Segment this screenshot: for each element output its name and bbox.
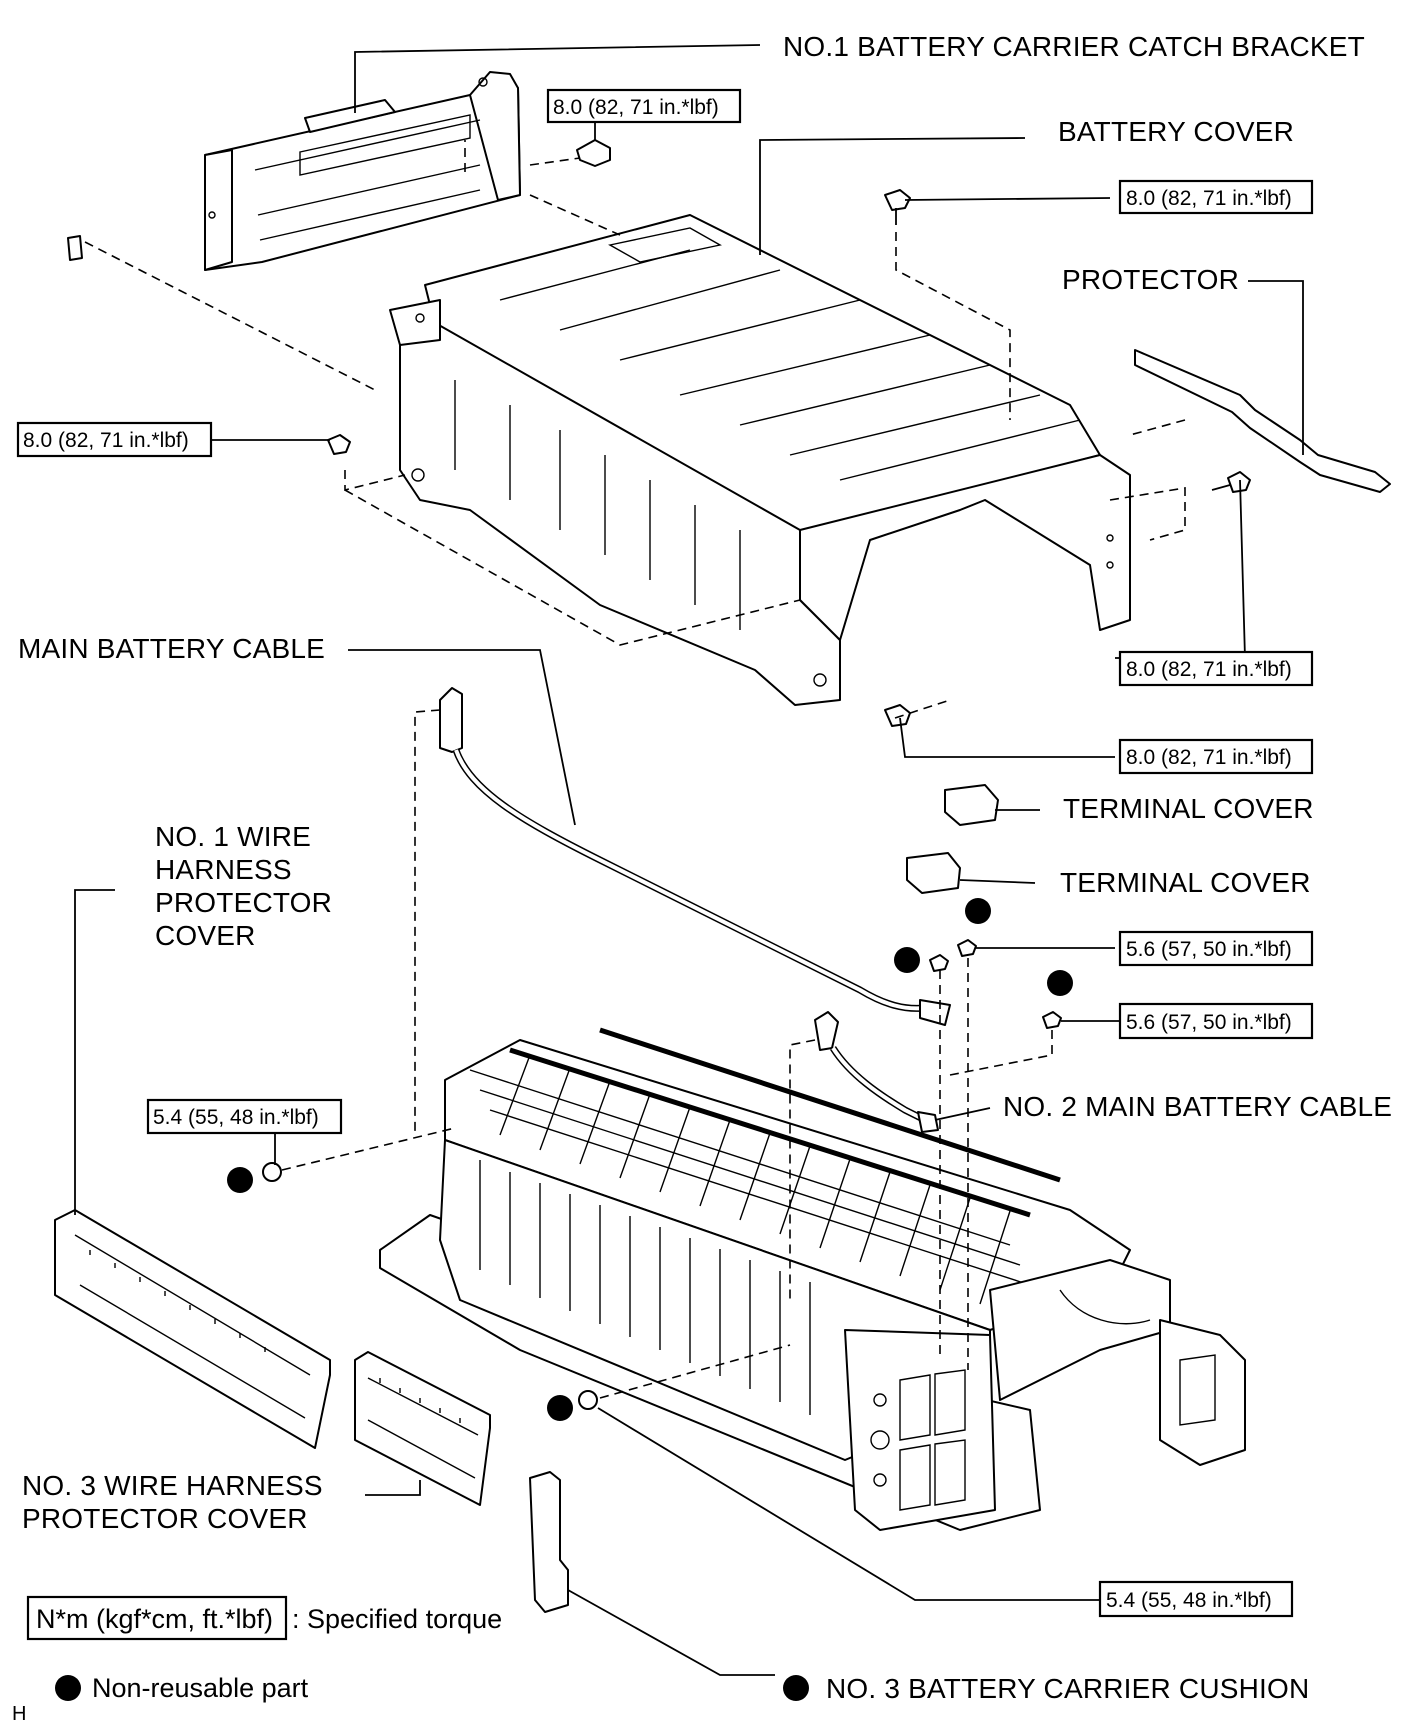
protector-drawing bbox=[1134, 349, 1391, 493]
legend-nonreusable-text: Non-reusable part bbox=[92, 1673, 309, 1703]
catch-bracket-drawing bbox=[67, 71, 521, 271]
nonreusable-markers bbox=[227, 898, 1073, 1421]
svg-text:HARNESS: HARNESS bbox=[155, 854, 292, 885]
battery-assembly-drawing bbox=[379, 1027, 1246, 1531]
svg-text:5.6 (57, 50 in.*lbf): 5.6 (57, 50 in.*lbf) bbox=[1126, 938, 1292, 961]
battery-cover-drawing bbox=[389, 214, 1131, 706]
svg-text:NO. 3 BATTERY CARRIER CUSHION: NO. 3 BATTERY CARRIER CUSHION bbox=[826, 1673, 1309, 1704]
svg-text:NO. 1 WIRE: NO. 1 WIRE bbox=[155, 821, 311, 852]
label-battery-cover: BATTERY COVER bbox=[1058, 116, 1294, 147]
svg-text:COVER: COVER bbox=[155, 920, 256, 951]
svg-text:8.0 (82, 71 in.*lbf): 8.0 (82, 71 in.*lbf) bbox=[1126, 187, 1292, 210]
cover-top-bolt bbox=[884, 189, 911, 211]
main-battery-cable-drawing bbox=[439, 687, 951, 1026]
label-no3-carrier-cushion: NO. 3 BATTERY CARRIER CUSHION bbox=[783, 1673, 1309, 1704]
nonreusable-dot bbox=[783, 1675, 809, 1701]
legend-nonreusable-dot bbox=[55, 1675, 81, 1701]
terminal-nut-left bbox=[929, 954, 949, 972]
torque-box-terminal-nut-1: 5.6 (57, 50 in.*lbf) bbox=[1118, 930, 1314, 967]
fastener-drawings bbox=[262, 139, 1251, 1410]
label-protector: PROTECTOR bbox=[1062, 264, 1239, 295]
torque-box-cover-front-bolt: 8.0 (82, 71 in.*lbf) bbox=[1118, 738, 1314, 775]
corner-mark: H bbox=[12, 1703, 26, 1725]
terminal-nut-2 bbox=[1042, 1011, 1062, 1029]
label-main-battery-cable: MAIN BATTERY CABLE bbox=[18, 633, 325, 664]
legend-torque-box bbox=[26, 1595, 288, 1641]
label-terminal-cover-1: TERMINAL COVER bbox=[1063, 793, 1314, 824]
torque-box-terminal-nut-2: 5.6 (57, 50 in.*lbf) bbox=[1118, 1002, 1314, 1040]
legend-torque-desc: : Specified torque bbox=[292, 1604, 502, 1634]
legend: N*m (kgf*cm, ft.*lbf) : Specified torque… bbox=[26, 1595, 502, 1703]
svg-text:8.0 (82, 71 in.*lbf): 8.0 (82, 71 in.*lbf) bbox=[1126, 746, 1292, 769]
nonreusable-dot bbox=[965, 898, 991, 924]
dashed-guides bbox=[84, 140, 1186, 1399]
svg-text:8.0 (82, 71 in.*lbf): 8.0 (82, 71 in.*lbf) bbox=[1126, 658, 1292, 681]
terminal-cover-drawings bbox=[906, 784, 999, 894]
svg-text:5.6 (57, 50 in.*lbf): 5.6 (57, 50 in.*lbf) bbox=[1126, 1011, 1292, 1034]
cover-right-bolt bbox=[1227, 471, 1251, 493]
label-no3-wire-harness-cover: NO. 3 WIRE HARNESS PROTECTOR COVER bbox=[22, 1470, 323, 1534]
no1-wire-harness-cover-drawing bbox=[54, 1209, 331, 1449]
torque-box-cover-left-nut: 8.0 (82, 71 in.*lbf) bbox=[16, 421, 213, 458]
label-terminal-cover-2: TERMINAL COVER bbox=[1060, 867, 1311, 898]
label-no1-wire-harness-cover: NO. 1 WIRE HARNESS PROTECTOR COVER bbox=[155, 821, 332, 951]
torque-box-bracket-bolt: 8.0 (82, 71 in.*lbf) bbox=[546, 88, 742, 124]
torque-box-cover-top-bolt: 8.0 (82, 71 in.*lbf) bbox=[1118, 179, 1314, 215]
nonreusable-dot bbox=[227, 1167, 253, 1193]
svg-text:5.4 (55, 48 in.*lbf): 5.4 (55, 48 in.*lbf) bbox=[153, 1106, 319, 1129]
bracket-bolt bbox=[576, 139, 611, 167]
svg-text:5.4 (55, 48 in.*lbf): 5.4 (55, 48 in.*lbf) bbox=[1106, 1589, 1272, 1612]
no3-wire-harness-cover-drawing bbox=[354, 1351, 491, 1506]
torque-box-cable-nut-bottom: 5.4 (55, 48 in.*lbf) bbox=[1098, 1580, 1294, 1618]
torque-box-cover-right-bolt: 8.0 (82, 71 in.*lbf) bbox=[1118, 650, 1314, 687]
cable-nut-bottom bbox=[578, 1390, 598, 1410]
carrier-cushion-drawing bbox=[529, 1471, 569, 1613]
svg-text:PROTECTOR: PROTECTOR bbox=[155, 887, 332, 918]
no2-main-battery-cable-drawing bbox=[814, 1011, 939, 1133]
label-catch-bracket: NO.1 BATTERY CARRIER CATCH BRACKET bbox=[783, 31, 1365, 62]
cover-front-bolt bbox=[884, 704, 911, 727]
svg-text:8.0 (82, 71 in.*lbf): 8.0 (82, 71 in.*lbf) bbox=[23, 429, 189, 452]
nonreusable-dot bbox=[894, 947, 920, 973]
nonreusable-dot bbox=[547, 1395, 573, 1421]
svg-text:PROTECTOR COVER: PROTECTOR COVER bbox=[22, 1503, 308, 1534]
svg-text:NO. 3 WIRE HARNESS: NO. 3 WIRE HARNESS bbox=[22, 1470, 323, 1501]
nonreusable-dot bbox=[1047, 970, 1073, 996]
cover-left-nut bbox=[327, 434, 351, 455]
terminal-nut-1 bbox=[957, 939, 977, 957]
legend-torque-box-text: N*m (kgf*cm, ft.*lbf) bbox=[36, 1604, 273, 1634]
torque-box-cable-nut-left: 5.4 (55, 48 in.*lbf) bbox=[146, 1098, 343, 1135]
cable-nut-left bbox=[262, 1162, 282, 1182]
label-no2-main-battery-cable: NO. 2 MAIN BATTERY CABLE bbox=[1003, 1091, 1392, 1122]
svg-text:8.0 (82, 71 in.*lbf): 8.0 (82, 71 in.*lbf) bbox=[553, 96, 719, 119]
